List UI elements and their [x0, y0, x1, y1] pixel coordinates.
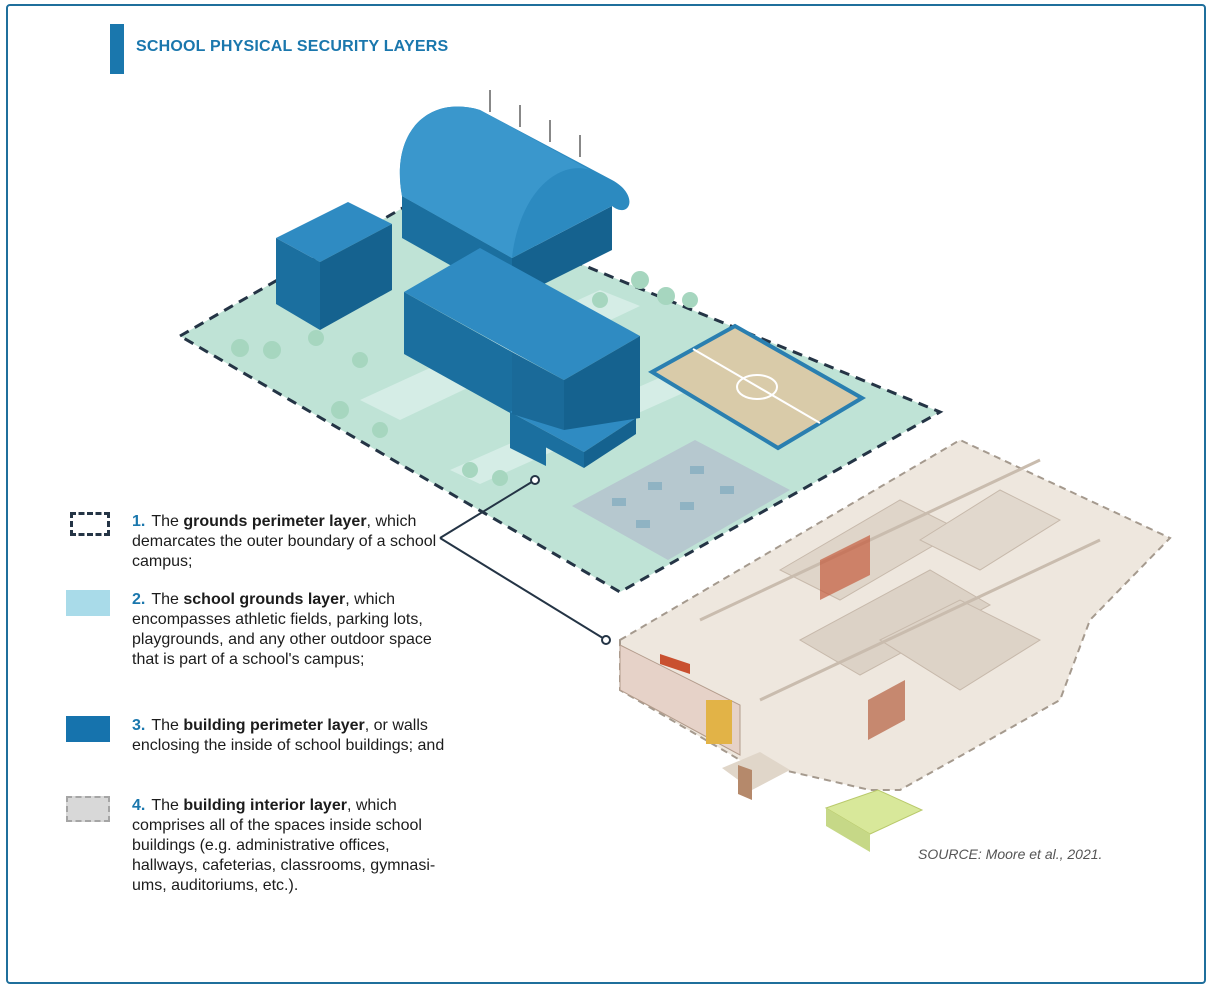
- legend-text: 3.The building perimeter layer, or walls…: [132, 717, 445, 754]
- legend-item-building-perimeter: 3.The building perimeter layer, or walls…: [66, 716, 446, 778]
- legend-item-school-grounds: 2.The school grounds layer, which encomp…: [66, 590, 446, 698]
- main-school-building: [404, 248, 640, 468]
- small-school-building: [276, 202, 392, 330]
- legend-text: 2.The school grounds layer, which encomp…: [132, 591, 432, 668]
- legend: 1.The grounds perimeter layer, which dem…: [66, 512, 446, 914]
- grounds-perimeter-swatch: [70, 512, 110, 536]
- callout-connector: [439, 475, 611, 645]
- legend-item-building-interior: 4.The building interior layer, which com…: [66, 796, 446, 896]
- basketball-court: [648, 323, 866, 451]
- school-grounds-swatch: [66, 590, 110, 616]
- source-note: SOURCE: Moore et al., 2021.: [918, 846, 1103, 862]
- title-accent-bar: [110, 24, 124, 74]
- parking-lot: [572, 440, 790, 560]
- building-interior-swatch: [66, 796, 110, 822]
- building-interior-cutaway: [619, 438, 1172, 852]
- gymnasium-building: [399, 90, 630, 300]
- trees: [231, 271, 698, 486]
- legend-text: 4.The building interior layer, which com…: [132, 797, 436, 894]
- legend-text: 1.The grounds perimeter layer, which dem…: [132, 513, 437, 570]
- figure-title: SCHOOL PHYSICAL SECURITY LAYERS: [136, 38, 449, 55]
- legend-item-grounds-perimeter: 1.The grounds perimeter layer, which dem…: [66, 512, 446, 572]
- building-perimeter-swatch: [66, 716, 110, 742]
